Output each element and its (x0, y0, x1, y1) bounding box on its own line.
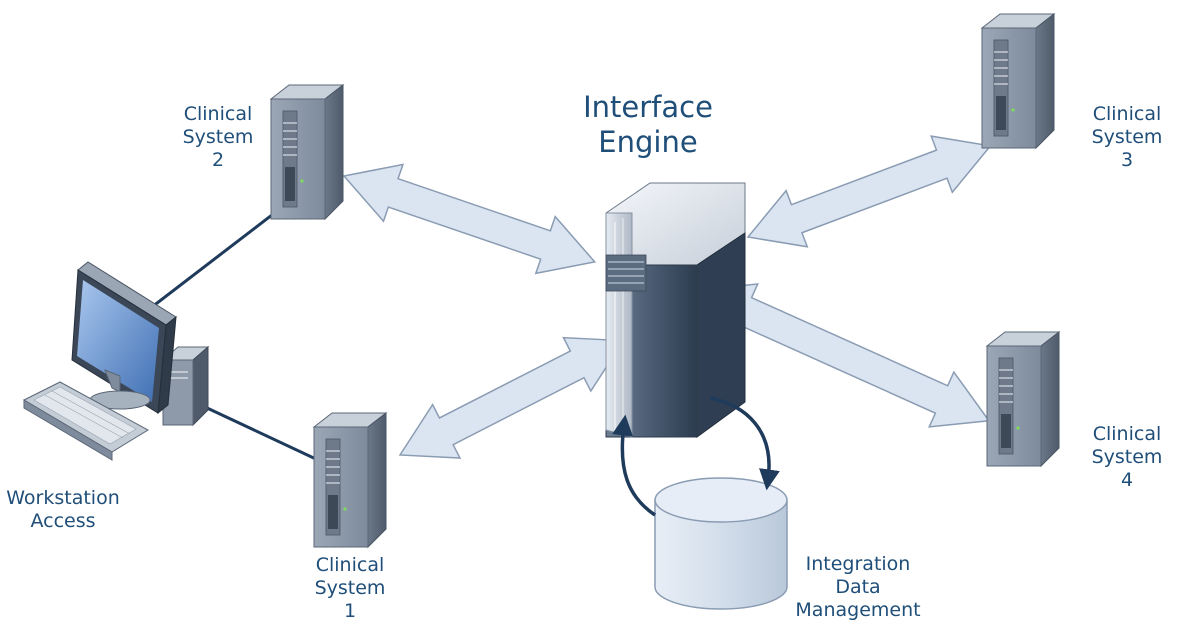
interface-engine-label-line-2: Engine (598, 125, 698, 160)
integration-data-management-label: Integration Data Management (783, 553, 933, 621)
clinical-system-1-label-line-3: 1 (343, 599, 357, 622)
clinical-system-2-server-icon (270, 84, 344, 220)
workstation-access-label-line-2: Access (30, 509, 96, 532)
clinical-system-1-server-icon (313, 412, 387, 548)
integration-data-management-label-line-3: Management (795, 598, 921, 621)
clinical-system-4-label-line-1: Clinical (1092, 423, 1162, 445)
clinical-system-3-label-line-2: System (1091, 125, 1163, 148)
clinical-system-1-label: Clinical System 1 (295, 554, 405, 622)
connector-workstation-system-1 (189, 398, 319, 462)
workstation-access-label: Workstation Access (0, 487, 126, 533)
clinical-system-4-label-line-3: 4 (1120, 468, 1134, 491)
integration-data-management-label-line-2: Data (835, 575, 881, 598)
clinical-system-3-label-line-1: Clinical (1092, 103, 1162, 125)
interface-engine-server-icon (605, 182, 746, 438)
arrow-system-1-engine (398, 336, 625, 459)
clinical-system-4-label-line-2: System (1091, 445, 1163, 468)
interface-engine-label: Interface Engine (548, 90, 748, 161)
workstation-computer-icon (22, 261, 210, 461)
clinical-system-4-label: Clinical System 4 (1077, 423, 1177, 491)
arrow-engine-system-3 (746, 135, 992, 248)
integration-data-management-label-line-1: Integration (805, 553, 911, 575)
clinical-system-3-label-line-3: 3 (1120, 148, 1134, 171)
arrow-system-2-engine (342, 163, 597, 275)
database-cylinder-icon (654, 477, 788, 610)
clinical-system-2-label: Clinical System 2 (163, 103, 273, 171)
workstation-access-label-line-1: Workstation (6, 487, 120, 509)
clinical-system-2-label-line-1: Clinical (183, 103, 253, 125)
curved-arrow-engine-to-database (709, 396, 780, 491)
clinical-system-2-label-line-2: System (182, 125, 254, 148)
clinical-system-1-label-line-2: System (314, 576, 386, 599)
clinical-system-3-label: Clinical System 3 (1077, 103, 1177, 171)
clinical-system-2-label-line-3: 2 (211, 148, 225, 171)
interface-engine-label-line-1: Interface (583, 90, 713, 124)
clinical-system-4-server-icon (986, 331, 1060, 467)
clinical-system-3-server-icon (981, 13, 1055, 149)
clinical-system-1-label-line-1: Clinical (315, 554, 385, 576)
curved-arrow-database-to-engine (612, 414, 656, 517)
